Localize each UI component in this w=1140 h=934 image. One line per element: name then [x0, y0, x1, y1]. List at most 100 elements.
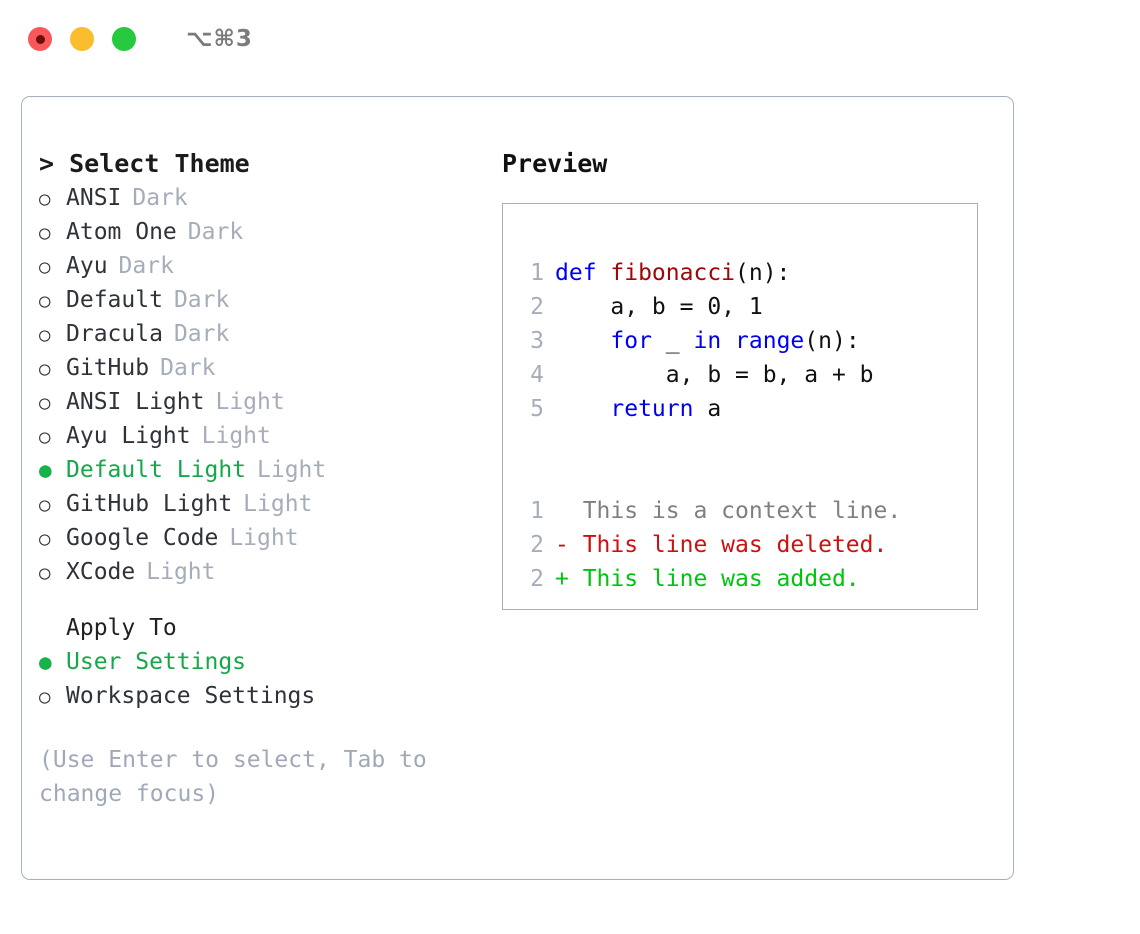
radio-icon[interactable]: ○ — [39, 494, 51, 516]
select-theme-header: > Select Theme — [39, 149, 250, 178]
code-line: 5 return a — [517, 392, 977, 426]
preview-column: Preview 1 def fibonacci(n): 2 a, b = 0, … — [492, 97, 1013, 879]
diff-line-added: 2 + This line was added. — [517, 562, 977, 596]
diff-content: + This line was added. — [555, 566, 860, 592]
theme-list-item[interactable]: ○ Atom One Dark — [39, 215, 492, 249]
radio-icon[interactable]: ○ — [39, 256, 51, 278]
window-titlebar: ⌥⌘3 — [0, 0, 1140, 78]
theme-list-item[interactable]: ○ Dracula Dark — [39, 317, 492, 351]
preview-header: Preview — [502, 149, 608, 178]
apply-to-header-label: Apply To — [66, 615, 177, 641]
apply-to-group: Apply To ● User Settings ○ Workspace Set… — [39, 611, 492, 713]
code-token-plain: _ — [651, 328, 694, 354]
theme-name: GitHub Light — [66, 491, 233, 517]
code-token-plain — [555, 328, 610, 354]
code-token-keyword: return — [610, 396, 694, 422]
theme-variant-tag: Light — [243, 491, 313, 517]
theme-name: Ayu Light — [66, 423, 191, 449]
radio-icon[interactable]: ○ — [39, 324, 51, 346]
theme-name: Default — [66, 287, 163, 313]
code-line: 1 def fibonacci(n): — [517, 256, 977, 290]
theme-name: Ayu — [66, 253, 108, 279]
line-number: 5 — [530, 396, 544, 422]
keyboard-hint-line-2: change focus) — [39, 781, 220, 807]
theme-variant-tag: Light — [257, 457, 327, 483]
code-token-plain: a, b = b, a + b — [555, 362, 874, 388]
line-number: 1 — [530, 498, 544, 524]
theme-selection-column: > Select Theme ○ ANSI Dark ○ Atom One Da… — [22, 97, 492, 879]
theme-list-item[interactable]: ○ Default Dark — [39, 283, 492, 317]
radio-icon[interactable]: ○ — [39, 562, 51, 584]
line-number: 2 — [530, 566, 544, 592]
line-number: 3 — [530, 328, 544, 354]
theme-name: XCode — [66, 559, 136, 585]
code-token-function: fibonacci — [610, 260, 736, 286]
code-line: 4 a, b = b, a + b — [517, 358, 977, 392]
apply-to-label: User Settings — [66, 649, 247, 675]
apply-to-label: Workspace Settings — [66, 683, 316, 709]
code-token-plain — [721, 328, 735, 354]
theme-name: Atom One — [66, 219, 177, 245]
radio-icon-selected[interactable]: ● — [39, 458, 52, 482]
theme-name: Default Light — [66, 457, 247, 483]
apply-to-item-workspace-settings[interactable]: ○ Workspace Settings — [39, 679, 492, 713]
minimize-button-icon[interactable] — [70, 27, 94, 51]
code-content: return a — [555, 392, 721, 426]
code-token-keyword: range — [735, 328, 805, 354]
radio-icon[interactable]: ○ — [39, 222, 51, 244]
code-token-plain: a — [693, 396, 722, 422]
theme-variant-tag: Dark — [118, 253, 174, 279]
code-content: a, b = 0, 1 — [555, 290, 763, 324]
code-content: for _ in range(n): — [555, 324, 860, 358]
theme-list-item[interactable]: ○ Google Code Light — [39, 521, 492, 555]
diff-content: This is a context line. — [555, 498, 902, 524]
theme-list-item[interactable]: ○ Ayu Light Light — [39, 419, 492, 453]
list-spacer — [39, 589, 492, 611]
theme-variant-tag: Light — [229, 525, 299, 551]
theme-list-item[interactable]: ○ XCode Light — [39, 555, 492, 589]
preview-box: 1 def fibonacci(n): 2 a, b = 0, 1 3 for … — [502, 203, 978, 610]
code-blank-line — [517, 426, 977, 460]
code-token-keyword: for — [610, 328, 652, 354]
theme-name: Dracula — [66, 321, 163, 347]
radio-icon[interactable]: ○ — [39, 358, 51, 380]
keyboard-shortcut-label: ⌥⌘3 — [186, 26, 253, 52]
theme-list-item[interactable]: ○ ANSI Dark — [39, 181, 492, 215]
theme-list-item[interactable]: ○ GitHub Light Light — [39, 487, 492, 521]
code-line: 2 a, b = 0, 1 — [517, 290, 977, 324]
radio-icon[interactable]: ○ — [39, 426, 51, 448]
code-token-plain: (n): — [804, 328, 860, 354]
theme-list-item[interactable]: ○ GitHub Dark — [39, 351, 492, 385]
radio-icon[interactable]: ○ — [39, 290, 51, 312]
close-button-icon[interactable] — [28, 27, 52, 51]
radio-icon[interactable]: ○ — [39, 188, 51, 210]
main-panel: > Select Theme ○ ANSI Dark ○ Atom One Da… — [21, 96, 1014, 880]
radio-icon-selected[interactable]: ● — [39, 650, 52, 674]
theme-name: GitHub — [66, 355, 150, 381]
diff-content: - This line was deleted. — [555, 532, 888, 558]
theme-variant-tag: Dark — [187, 219, 244, 245]
theme-list-item-selected[interactable]: ● Default Light Light — [39, 453, 492, 487]
theme-list: ○ ANSI Dark ○ Atom One Dark ○ Ayu Dark — [39, 181, 492, 589]
theme-variant-tag: Light — [201, 423, 271, 449]
apply-to-header: Apply To — [39, 611, 492, 645]
theme-list-item[interactable]: ○ Ayu Dark — [39, 249, 492, 283]
radio-icon[interactable]: ○ — [39, 686, 51, 708]
theme-variant-tag: Light — [215, 389, 285, 415]
radio-icon[interactable]: ○ — [39, 528, 51, 550]
theme-variant-tag: Dark — [173, 287, 230, 313]
theme-name: ANSI — [66, 185, 122, 211]
line-number: 1 — [530, 260, 544, 286]
maximize-button-icon[interactable] — [112, 27, 136, 51]
code-token-plain: a, b = 0, 1 — [555, 294, 763, 320]
theme-name: ANSI Light — [66, 389, 205, 415]
theme-list-item[interactable]: ○ ANSI Light Light — [39, 385, 492, 419]
line-number: 4 — [530, 362, 544, 388]
code-token-keyword: in — [693, 328, 722, 354]
line-number: 2 — [530, 532, 544, 558]
code-token-keyword: def — [555, 260, 611, 286]
code-token-plain: (n): — [735, 260, 791, 286]
apply-to-item-user-settings[interactable]: ● User Settings — [39, 645, 492, 679]
radio-icon[interactable]: ○ — [39, 392, 51, 414]
